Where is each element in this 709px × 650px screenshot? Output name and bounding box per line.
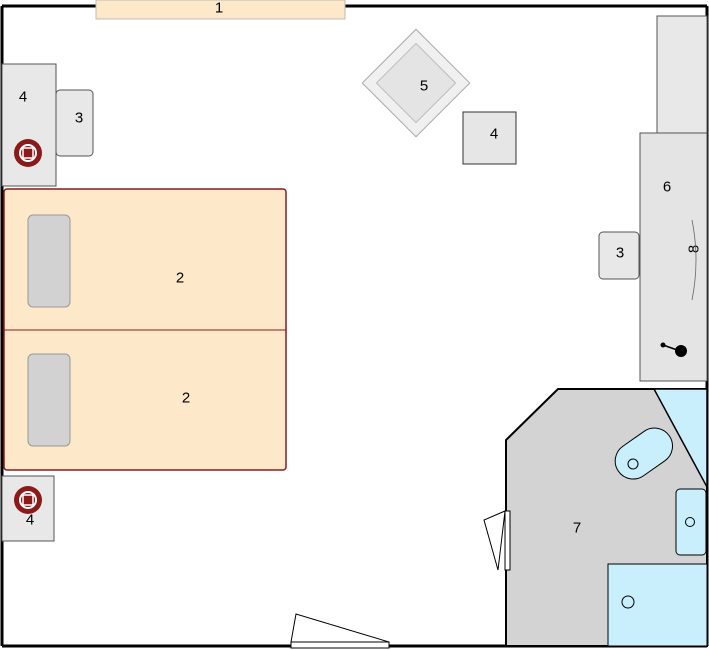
- chair-left: 3: [55, 89, 94, 157]
- shower: [652, 388, 708, 488]
- bed: 2 2: [3, 188, 287, 471]
- chair-right: 3: [598, 231, 640, 280]
- wardrobe: [656, 15, 708, 135]
- bathtub: [607, 563, 708, 647]
- nightstand-top: 4: [1, 63, 57, 187]
- desk-label: 6: [663, 179, 671, 196]
- bed-bottom-label: 2: [182, 390, 190, 407]
- bathroom: 7: [505, 388, 708, 647]
- lamp-icon: [14, 139, 42, 167]
- desk-item-label: 8: [686, 245, 703, 253]
- side-table: 4: [462, 111, 517, 165]
- side-table-label: 4: [490, 126, 498, 143]
- bathroom-door: [483, 510, 511, 571]
- nightstand-bottom: 4: [1, 475, 55, 542]
- pillow-bottom: [27, 353, 71, 447]
- armchair-label: 5: [420, 78, 428, 95]
- bathroom-label: 7: [573, 520, 581, 537]
- toilet-icon: [614, 427, 673, 480]
- armchair: [361, 28, 471, 138]
- nightstand-bottom-label: 4: [26, 512, 34, 529]
- window-label: 1: [215, 0, 223, 17]
- nightstand-top-label: 4: [19, 89, 27, 106]
- desk-lamp-icon: [660, 342, 687, 357]
- entrance-door: [290, 613, 390, 649]
- desk: 6 8: [639, 132, 708, 382]
- sink-icon: [675, 488, 707, 556]
- window: 1: [95, 0, 346, 20]
- chair-right-label: 3: [616, 245, 624, 262]
- chair-left-label: 3: [75, 110, 83, 127]
- lamp-icon: [14, 486, 42, 514]
- pillow-top: [27, 214, 71, 308]
- bed-top-label: 2: [176, 270, 184, 287]
